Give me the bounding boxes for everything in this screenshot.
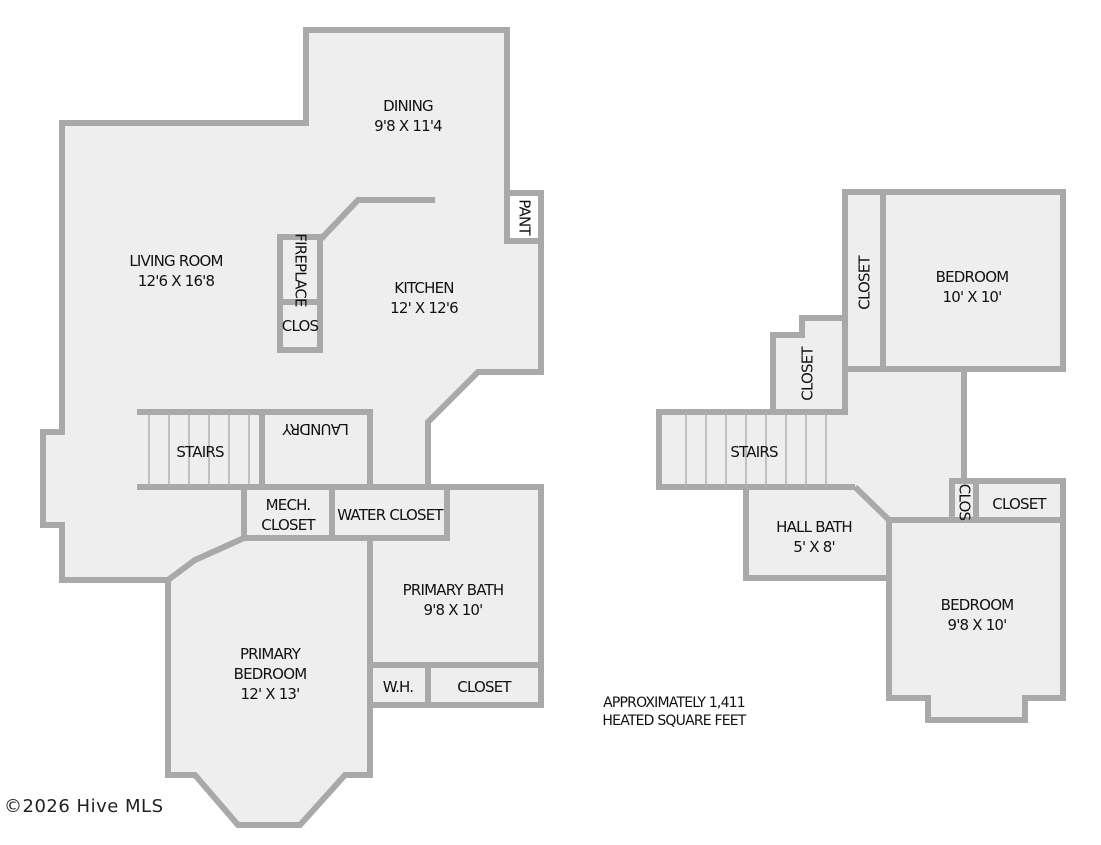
closet-small (277, 299, 323, 353)
clos-upper-label: CLOS (956, 484, 974, 521)
square-footage-note: APPROXIMATELY 1,411 HEATED SQUARE FEET (602, 695, 747, 729)
hall-bath-name: HALL BATH (776, 518, 852, 536)
living-name: LIVING ROOM (129, 252, 222, 270)
mech-line2: CLOSET (261, 516, 316, 534)
laundry-label: LAUNDRY (281, 420, 348, 438)
clos-label: CLOS (282, 317, 319, 335)
note-line1: APPROXIMATELY 1,411 (603, 695, 745, 711)
hall-bath-dims: 5' X 8' (793, 538, 835, 556)
second-floor (656, 189, 1066, 723)
dining-dims: 9'8 X 11'4 (374, 117, 442, 135)
upper-level-floor (659, 192, 1063, 720)
primary-bath-dims: 9'8 X 10' (423, 601, 482, 619)
stairs-treads-1 (148, 412, 250, 487)
watermark: ©2026 Hive MLS (4, 796, 164, 817)
bedroom-bottom-name: BEDROOM (941, 596, 1014, 614)
closet-small-upper (949, 478, 979, 523)
wh-label: W.H. (383, 678, 413, 696)
bedroom-top-dims: 10' X 10' (942, 288, 1001, 306)
closet-vertical-top (842, 189, 886, 372)
bedroom-bottom-dims: 9'8 X 10' (947, 616, 1006, 634)
main-level-floor (43, 30, 541, 825)
pantry (504, 190, 544, 244)
fireplace-label: FIREPLACE (292, 233, 310, 307)
stairs-label: STAIRS (176, 443, 224, 461)
kitchen-name: KITCHEN (394, 279, 453, 297)
primary-bedroom-line2: BEDROOM (234, 665, 307, 683)
closet-vert-left-label: CLOSET (799, 346, 817, 401)
closet-label: CLOSET (457, 678, 512, 696)
first-floor (40, 27, 544, 828)
room-labels: DINING 9'8 X 11'4 PANT LIVING ROOM 12'6 … (129, 97, 1048, 703)
water-closet (329, 484, 450, 541)
closet-vert-top-label: CLOSET (856, 255, 874, 310)
dining-name: DINING (383, 97, 433, 115)
stairs-treads-2 (685, 412, 827, 487)
note-line2: HEATED SQUARE FEET (602, 713, 746, 729)
primary-bedroom-dims: 12' X 13' (240, 685, 299, 703)
living-dims: 12'6 X 16'8 (138, 272, 215, 290)
bedroom-top-name: BEDROOM (936, 268, 1009, 286)
primary-bath-name: PRIMARY BATH (403, 581, 504, 599)
water-closet-label: WATER CLOSET (337, 506, 444, 524)
primary-bedroom-line1: PRIMARY (240, 645, 302, 663)
closet-right-label: CLOSET (992, 495, 1047, 513)
mech-line1: MECH. (266, 496, 311, 514)
stairs-upper-label: STAIRS (730, 443, 778, 461)
kitchen-dims: 12' X 12'6 (390, 299, 458, 317)
pantry-label: PANT (516, 199, 534, 236)
